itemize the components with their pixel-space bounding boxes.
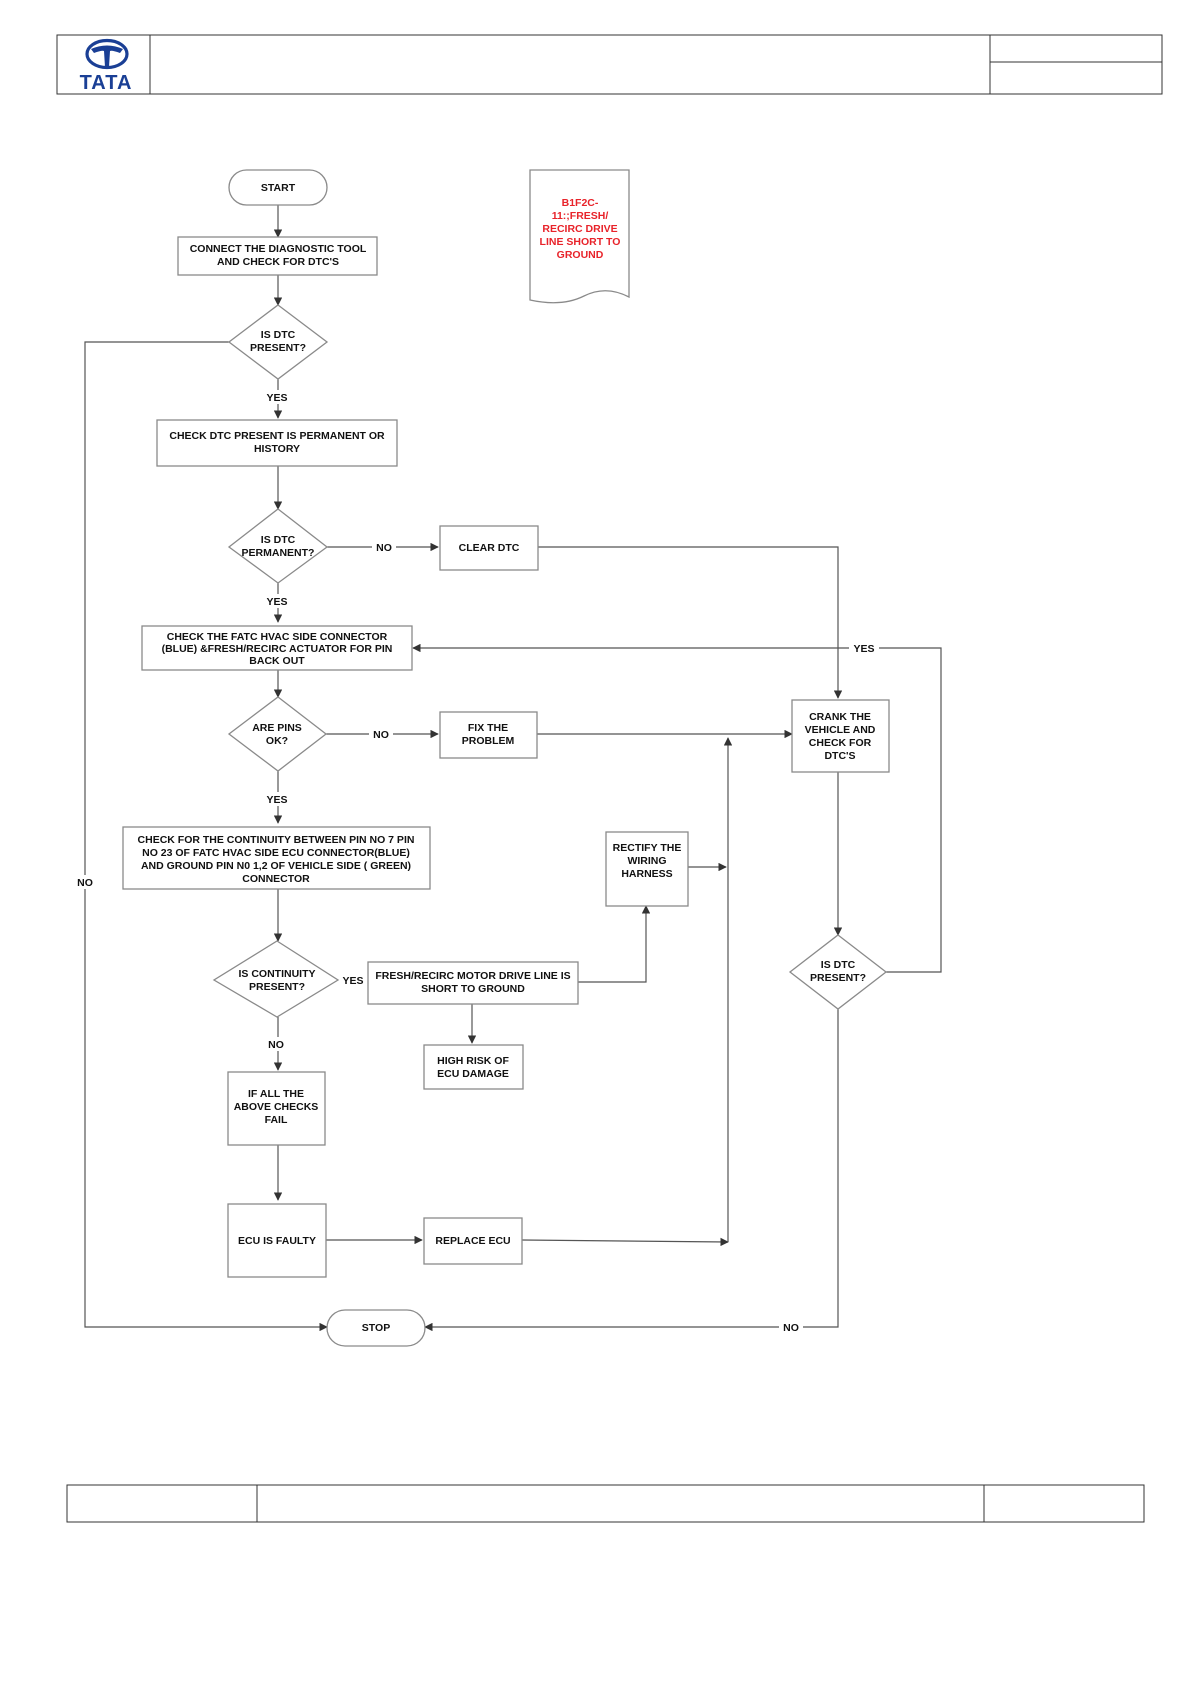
node-continuity-line-3: AND GROUND PIN N0 1,2 OF VEHICLE SIDE ( …	[141, 860, 411, 872]
node-check-connector-line-1: CHECK THE FATC HVAC SIDE CONNECTOR	[167, 631, 388, 643]
node-is-dtc-permanent: IS DTC PERMANENT?	[227, 508, 329, 584]
node-connect-line-2: AND CHECK FOR DTC'S	[217, 256, 339, 268]
node-is-dtc-present-1: IS DTC PRESENT?	[227, 304, 329, 380]
node-check-continuity: CHECK FOR THE CONTINUITY BETWEEN PIN NO …	[122, 826, 431, 890]
node-connect-line-1: CONNECT THE DIAGNOSTIC TOOL	[190, 243, 367, 255]
node-check-connector: CHECK THE FATC HVAC SIDE CONNECTOR (BLUE…	[141, 625, 413, 671]
edge-labels: YES YES YES NO NO NO YES YES NO NO	[73, 390, 879, 1334]
node-clear-dtc-label: CLEAR DTC	[459, 542, 520, 554]
node-all-checks-line-1: IF ALL THE	[248, 1088, 304, 1100]
dtc-tag-line-4: LINE SHORT TO	[540, 236, 621, 248]
node-check-permanent: CHECK DTC PRESENT IS PERMANENT OR HISTOR…	[156, 419, 398, 467]
node-all-checks-line-3: FAIL	[265, 1114, 288, 1126]
node-continuity-line-2: NO 23 OF FATC HVAC SIDE ECU CONNECTOR(BL…	[142, 847, 410, 859]
node-high-risk-line-2: ECU DAMAGE	[437, 1068, 509, 1080]
dtc-tag-line-3: RECIRC DRIVE	[542, 223, 617, 235]
node-rectify-line-2: WIRING	[627, 855, 666, 867]
dtc-tag: B1F2C- 11:;FRESH/ RECIRC DRIVE LINE SHOR…	[529, 169, 630, 304]
node-stop: STOP	[326, 1309, 426, 1347]
node-rectify-harness: RECTIFY THE WIRING HARNESS	[605, 831, 689, 907]
node-crank-line-2: VEHICLE AND	[805, 724, 876, 736]
dtc-tag-line-5: GROUND	[557, 249, 604, 261]
node-crank-line-1: CRANK THE	[809, 711, 871, 723]
node-check-permanent-line-2: HISTORY	[254, 443, 300, 455]
tata-emblem-icon	[85, 38, 129, 70]
node-pins-ok-line-2: OK?	[266, 735, 288, 747]
node-continuity-line-1: CHECK FOR THE CONTINUITY BETWEEN PIN NO …	[138, 834, 415, 846]
node-short-to-ground: FRESH/RECIRC MOTOR DRIVE LINE IS SHORT T…	[367, 961, 579, 1005]
label-yes-pins-ok: YES	[266, 794, 287, 806]
label-yes-permanent: YES	[266, 596, 287, 608]
node-all-checks-line-2: ABOVE CHECKS	[234, 1101, 319, 1113]
node-clear-dtc: CLEAR DTC	[439, 525, 539, 571]
node-are-pins-ok: ARE PINS OK?	[227, 696, 328, 772]
tata-logo: TATA	[80, 38, 133, 94]
node-is-dtc-present-2: IS DTC PRESENT?	[788, 934, 888, 1010]
node-replace-ecu-label: REPLACE ECU	[435, 1235, 510, 1247]
node-start-label: START	[261, 182, 296, 194]
header-table	[56, 34, 1163, 95]
node-short-line-2: SHORT TO GROUND	[421, 983, 525, 995]
node-high-risk: HIGH RISK OF ECU DAMAGE	[423, 1044, 524, 1090]
node-permanent-line-1: IS DTC	[261, 534, 296, 546]
node-crank-line-3: CHECK FOR	[809, 737, 872, 749]
label-no-pins-ok: NO	[373, 729, 389, 741]
node-dtc-present-2-line-1: IS DTC	[821, 959, 856, 971]
node-dtc-present-1-line-2: PRESENT?	[250, 342, 306, 354]
node-ecu-faulty: ECU IS FAULTY	[227, 1203, 327, 1278]
node-fix-problem-line-2: PROBLEM	[462, 735, 515, 747]
node-all-checks-fail: IF ALL THE ABOVE CHECKS FAIL	[227, 1071, 326, 1146]
node-crank-vehicle: CRANK THE VEHICLE AND CHECK FOR DTC'S	[791, 699, 890, 773]
node-rectify-line-3: HARNESS	[621, 868, 672, 880]
node-pins-ok-line-1: ARE PINS	[252, 722, 302, 734]
label-yes-dtc-present: YES	[266, 392, 287, 404]
node-continuity-line-4: CONNECTOR	[242, 873, 310, 885]
footer-table	[66, 1484, 1145, 1523]
label-yes-continuity: YES	[342, 975, 363, 987]
node-rectify-line-1: RECTIFY THE	[613, 842, 682, 854]
node-check-permanent-line-1: CHECK DTC PRESENT IS PERMANENT OR	[169, 430, 385, 442]
node-fix-problem-line-1: FIX THE	[468, 722, 508, 734]
node-ecu-faulty-label: ECU IS FAULTY	[238, 1235, 316, 1247]
node-check-connector-line-3: BACK OUT	[249, 655, 305, 667]
node-crank-line-4: DTC'S	[824, 750, 855, 762]
tata-logo-text: TATA	[80, 72, 133, 94]
node-dtc-present-1-line-1: IS DTC	[261, 329, 296, 341]
node-connect-tool: CONNECT THE DIAGNOSTIC TOOL AND CHECK FO…	[177, 236, 378, 276]
node-check-connector-line-2: (BLUE) &FRESH/RECIRC ACTUATOR FOR PIN	[162, 643, 393, 655]
node-permanent-line-2: PERMANENT?	[242, 547, 315, 559]
node-stop-label: STOP	[362, 1322, 390, 1334]
node-is-continuity-present: IS CONTINUITY PRESENT?	[212, 940, 340, 1018]
node-short-line-1: FRESH/RECIRC MOTOR DRIVE LINE IS	[375, 970, 570, 982]
label-no-dtc-present-2: NO	[783, 1322, 799, 1334]
dtc-tag-line-1: B1F2C-	[562, 197, 599, 209]
node-start: START	[228, 169, 328, 206]
node-replace-ecu: REPLACE ECU	[423, 1217, 523, 1265]
node-high-risk-line-1: HIGH RISK OF	[437, 1055, 509, 1067]
node-dtc-present-2-line-2: PRESENT?	[810, 972, 866, 984]
label-yes-dtc-present-2: YES	[853, 643, 874, 655]
node-is-continuity-line-1: IS CONTINUITY	[238, 968, 315, 980]
label-no-dtc-present-1: NO	[77, 877, 93, 889]
dtc-tag-line-2: 11:;FRESH/	[552, 210, 609, 222]
label-no-permanent: NO	[376, 542, 392, 554]
label-no-continuity: NO	[268, 1039, 284, 1051]
node-fix-problem: FIX THE PROBLEM	[439, 711, 538, 759]
node-is-continuity-line-2: PRESENT?	[249, 981, 305, 993]
